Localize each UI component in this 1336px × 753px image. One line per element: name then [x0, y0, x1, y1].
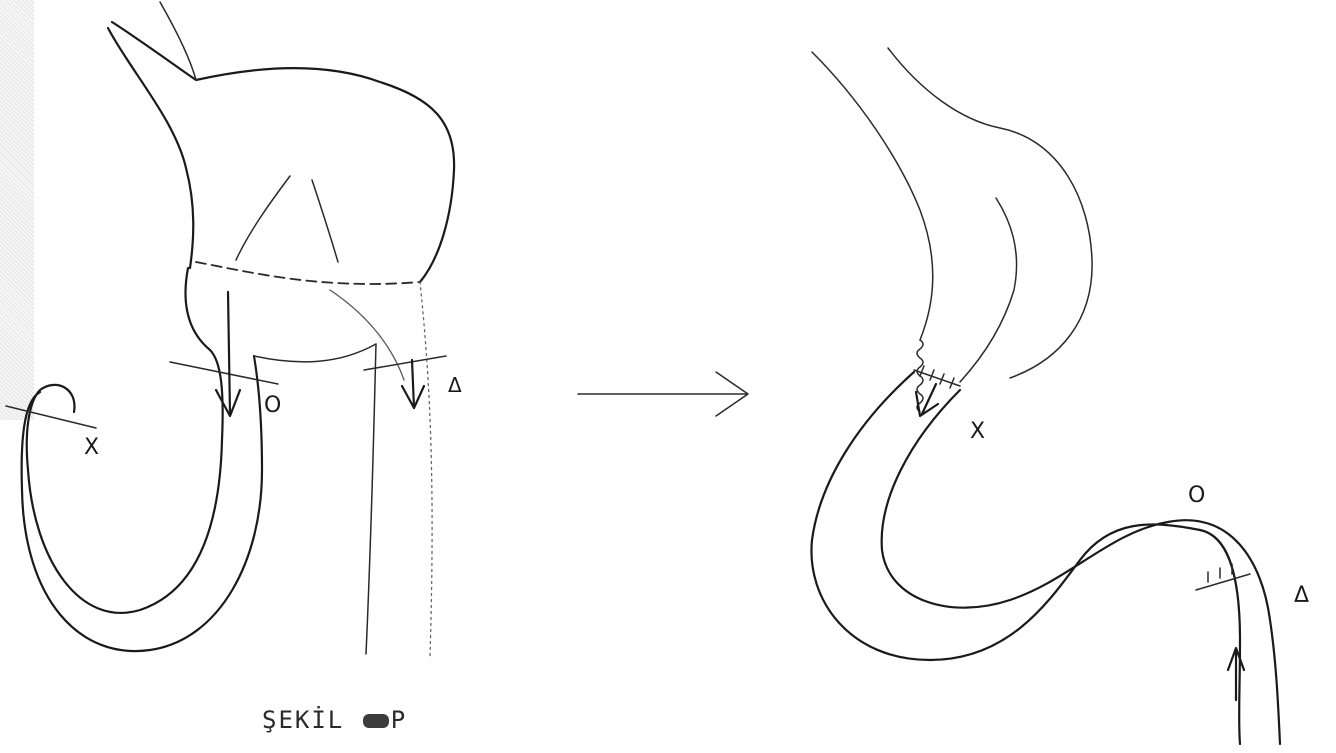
efferent-limb-right-edge [420, 282, 432, 656]
cut-line-x [6, 406, 96, 428]
stomach-inner-fold [960, 198, 1017, 382]
loop-lower-edge [254, 344, 376, 362]
intestinal-loop-inner [22, 356, 262, 651]
stomach-outline-left [112, 22, 454, 282]
label-x-after: X [970, 419, 985, 444]
efferent-limb-left-edge [366, 344, 376, 654]
caption-prefix: ŞEKİL [262, 706, 344, 734]
jejunum-lower [1200, 530, 1240, 744]
stomach-lesser-curve-left [108, 28, 193, 268]
enteric-anastomosis-ticks [1196, 564, 1250, 590]
efferent-limb-inner [330, 290, 404, 380]
jejunum-inner [882, 390, 1280, 744]
before-panel: X O Δ [6, 2, 462, 656]
label-x-before: X [84, 435, 99, 460]
caption-text: P [391, 706, 407, 734]
figure-caption: ŞEKİL P [262, 706, 407, 734]
gastric-fold-2 [312, 180, 338, 262]
arrow-after-down [916, 384, 938, 416]
anastomosis-ticks [920, 366, 954, 388]
ink-blot [363, 714, 389, 728]
arrow-down-left [216, 292, 240, 416]
label-o-after: O [1188, 483, 1205, 508]
arrow-after-up [1228, 648, 1244, 700]
transformation-arrow [578, 372, 748, 416]
gastric-fold-1 [236, 176, 290, 260]
esophagus-after-right [888, 48, 1092, 378]
label-delta-after: Δ [1294, 583, 1309, 608]
transection-line [196, 262, 420, 284]
label-o-before: O [264, 393, 281, 418]
jejunum-outer [811, 372, 1200, 660]
label-delta-before: Δ [448, 373, 462, 397]
after-panel: X O Δ [811, 48, 1309, 744]
arrow-down-right [402, 360, 424, 408]
cut-line-o [170, 362, 278, 384]
esophagus-after-left [812, 52, 933, 340]
intestinal-loop-outer [27, 268, 223, 613]
